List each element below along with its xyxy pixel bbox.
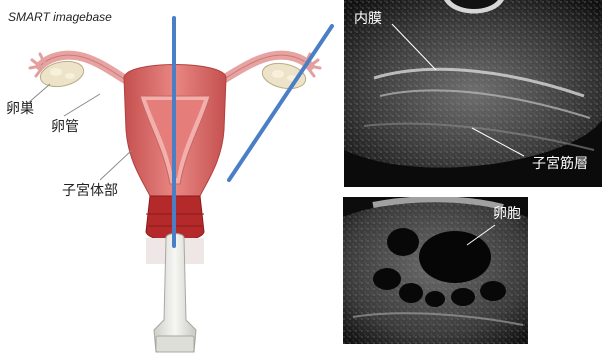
follicle-large	[419, 231, 491, 283]
uterine-body-leader-line	[100, 150, 132, 180]
uterus-illustration	[0, 0, 340, 361]
tube-leader-line	[64, 94, 100, 116]
ovary-label: 卵巣	[6, 98, 34, 118]
fallopian-tube-label: 卵管	[51, 116, 79, 136]
follicle-label: 卵胞	[493, 203, 521, 223]
ultrasound-uterus-panel: 内膜 子宮筋層	[344, 0, 602, 187]
probe-scan-line-oblique	[229, 26, 332, 180]
uterine-body-label: 子宮体部	[62, 180, 118, 200]
endometrium-label: 内膜	[354, 8, 382, 28]
ultrasound-ovary-panel: 卵胞	[343, 197, 528, 344]
myometrium-label: 子宮筋層	[532, 153, 588, 173]
